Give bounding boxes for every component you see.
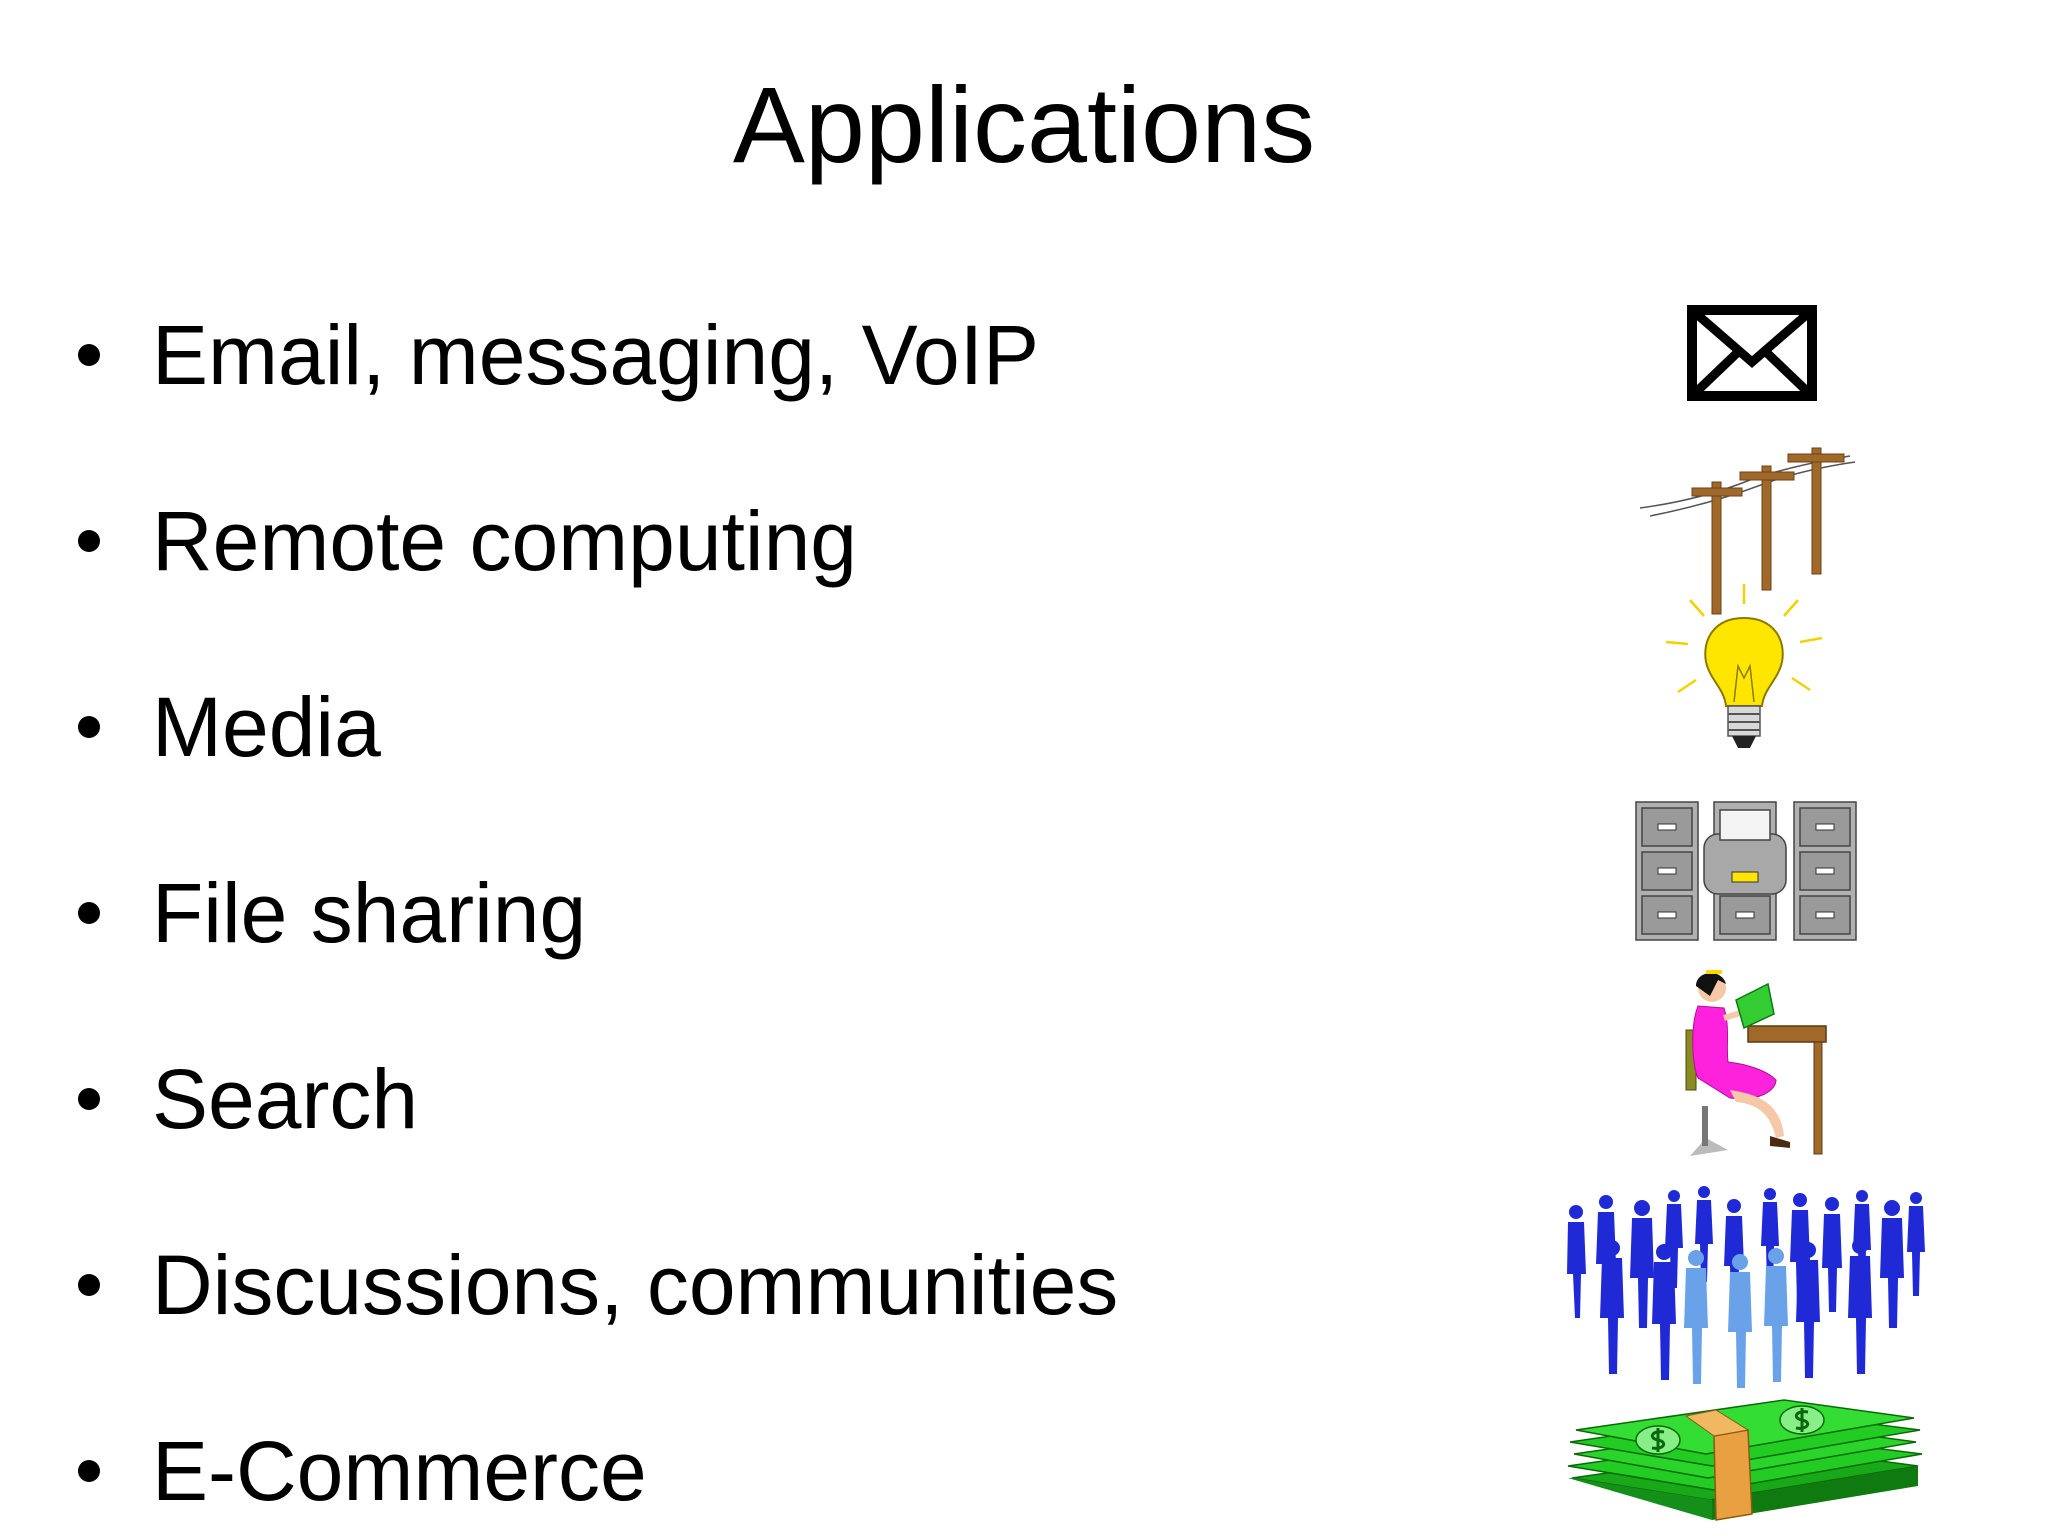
bullet-dot (78, 1274, 100, 1296)
reading-woman-icon (1685, 970, 1827, 1156)
bullet-item: File sharing (70, 858, 586, 968)
bullet-dot (78, 1460, 100, 1482)
lightbulb-icon (1665, 584, 1823, 748)
envelope-icon (1687, 305, 1817, 401)
bullet-list: Email, messaging, VoIP Remote computing … (70, 300, 1118, 1526)
bullet-item: E-Commerce (70, 1416, 647, 1526)
bullet-item: Discussions, communities (70, 1230, 1118, 1340)
money-stack-icon (1567, 1399, 1923, 1521)
bullet-label: E-Commerce (152, 1424, 647, 1518)
bullet-label: Email, messaging, VoIP (152, 308, 1040, 402)
bullet-dot (78, 1088, 100, 1110)
bullet-dot (78, 902, 100, 924)
bullet-label: File sharing (152, 866, 587, 960)
slide-title: Applications (732, 64, 1316, 185)
file-cabinets-icon (1635, 801, 1857, 941)
bullet-label: Media (152, 680, 381, 774)
bullet-dot (78, 530, 100, 552)
bullet-label: Discussions, communities (152, 1238, 1119, 1332)
bullet-label: Search (152, 1052, 419, 1146)
utility-poles-icon (1640, 447, 1856, 615)
bullet-dot (78, 344, 100, 366)
bullet-item: Media (70, 672, 381, 782)
bullet-dot (78, 716, 100, 738)
crowd-icon (1567, 1186, 1925, 1388)
bullet-label: Remote computing (152, 494, 858, 588)
bullet-item: Search (70, 1044, 418, 1154)
bullet-item: Remote computing (70, 486, 857, 596)
bullet-item: Email, messaging, VoIP (70, 300, 1039, 410)
